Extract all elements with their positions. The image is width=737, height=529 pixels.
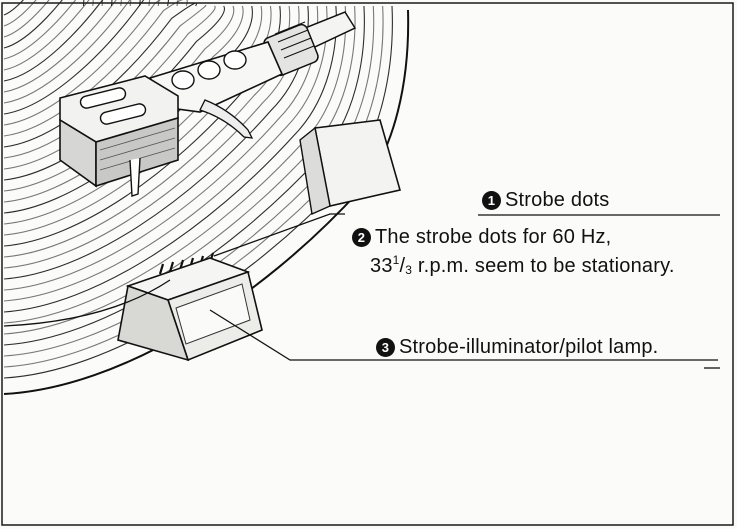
groove-line	[3, 2, 198, 148]
groove-line	[3, 0, 141, 82]
platter-edge	[3, 9, 410, 395]
groove-line	[3, 0, 188, 137]
back-housing	[299, 119, 402, 216]
callout-text-1: Strobe dots	[505, 189, 610, 211]
groove-line	[3, 5, 337, 313]
groove-line	[3, 5, 384, 368]
rpm-frac-num: 1	[392, 253, 400, 267]
headshell	[148, 41, 284, 139]
rpm-whole: 33	[370, 255, 393, 277]
groove-line	[3, 0, 104, 38]
groove-line	[3, 4, 207, 159]
leader-lines	[209, 213, 720, 369]
groove-line	[3, 5, 328, 302]
groove-line	[3, 5, 263, 225]
groove-line	[3, 5, 216, 170]
callout-number-2: 2	[352, 228, 371, 247]
groove-line	[3, 0, 85, 16]
groove-line	[3, 0, 113, 49]
groove-line	[3, 0, 170, 115]
rpm-suffix: r.p.m. seem to be stationary.	[412, 255, 675, 277]
groove-line	[3, 0, 132, 71]
strobe-dots	[158, 252, 215, 275]
groove-line	[3, 5, 393, 379]
callout-number-3: 3	[376, 338, 395, 357]
strobe-illuminator	[117, 257, 263, 362]
groove-line	[3, 5, 347, 324]
callout-number-1: 1	[482, 191, 501, 210]
callout-text-2: The strobe dots for 60 Hz,	[375, 226, 612, 248]
groove-line	[3, 5, 365, 346]
platter-lip	[3, 279, 171, 327]
finger-lift	[199, 99, 254, 139]
groove-line	[3, 0, 160, 104]
groove-line	[3, 5, 272, 236]
groove-line	[3, 5, 375, 357]
cartridge	[59, 75, 179, 197]
groove-line	[3, 0, 179, 126]
callout-text-3: Strobe-illuminator/pilot lamp.	[399, 336, 659, 358]
groove-line	[3, 0, 122, 60]
groove-line	[3, 0, 94, 27]
callout-stationary-note-line2: 331/3 r.p.m. seem to be stationary.	[370, 253, 675, 277]
rpm-frac-den: 3	[405, 263, 413, 277]
